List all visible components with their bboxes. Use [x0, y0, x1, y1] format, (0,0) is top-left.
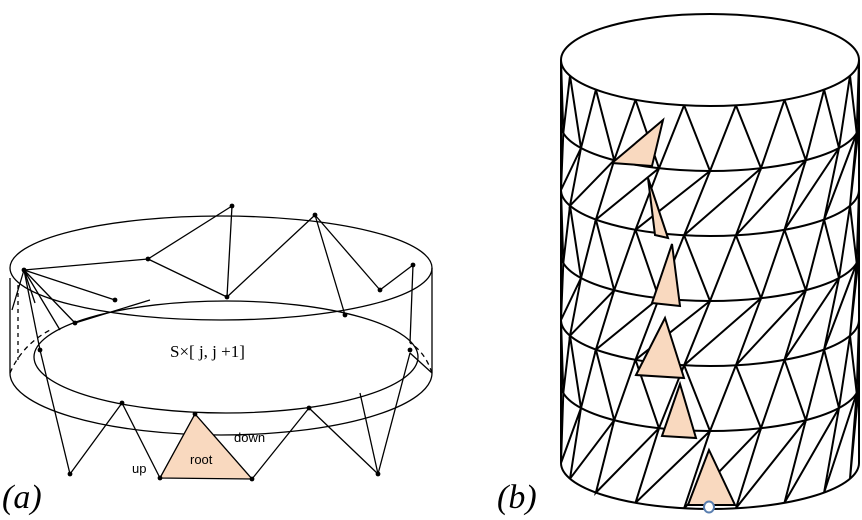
inner-ellipse — [33, 300, 419, 414]
vertex-dots — [21, 203, 416, 482]
triangulation-band-6 — [560, 384, 860, 509]
highlight-face-5 — [660, 380, 698, 440]
face-label-root: root — [190, 452, 213, 467]
root-face — [158, 412, 254, 480]
highlight-face-3 — [650, 243, 682, 308]
top-edges — [11, 205, 414, 351]
ring-3 — [560, 254, 860, 302]
front-edges — [39, 349, 433, 480]
center-label: S×[ j, j +1] — [170, 342, 245, 361]
triangulation-band-1 — [560, 59, 860, 174]
triangulation-band-2 — [560, 124, 860, 237]
highlight-face-1 — [609, 117, 665, 168]
ring-4 — [560, 319, 860, 367]
cylinder-highlight-faces — [609, 117, 737, 506]
cyl-top — [560, 13, 860, 107]
highlight-face-4 — [634, 315, 686, 380]
root-marker — [703, 500, 715, 514]
left-fan-edges — [23, 269, 61, 331]
triangulation-band-4 — [560, 254, 860, 367]
caption-a: (a) — [2, 479, 42, 516]
triangulation-band-5 — [560, 319, 860, 434]
bottom-front-arc — [9, 372, 433, 436]
face-label-down: down — [234, 430, 265, 445]
ring-2 — [560, 189, 860, 237]
triangulation-band-3 — [560, 189, 860, 304]
ring-1 — [560, 124, 860, 172]
figure-b-cylinder — [560, 13, 860, 510]
ring-5 — [560, 384, 860, 432]
bottom-back-arc-right — [409, 342, 433, 374]
highlight-face-2 — [647, 177, 670, 240]
bottom-back-arc-left — [9, 329, 51, 374]
cylinder-triangulation — [560, 59, 860, 509]
top-ellipse — [9, 215, 433, 321]
face-label-up: up — [132, 461, 146, 476]
caption-b: (b) — [497, 479, 537, 516]
